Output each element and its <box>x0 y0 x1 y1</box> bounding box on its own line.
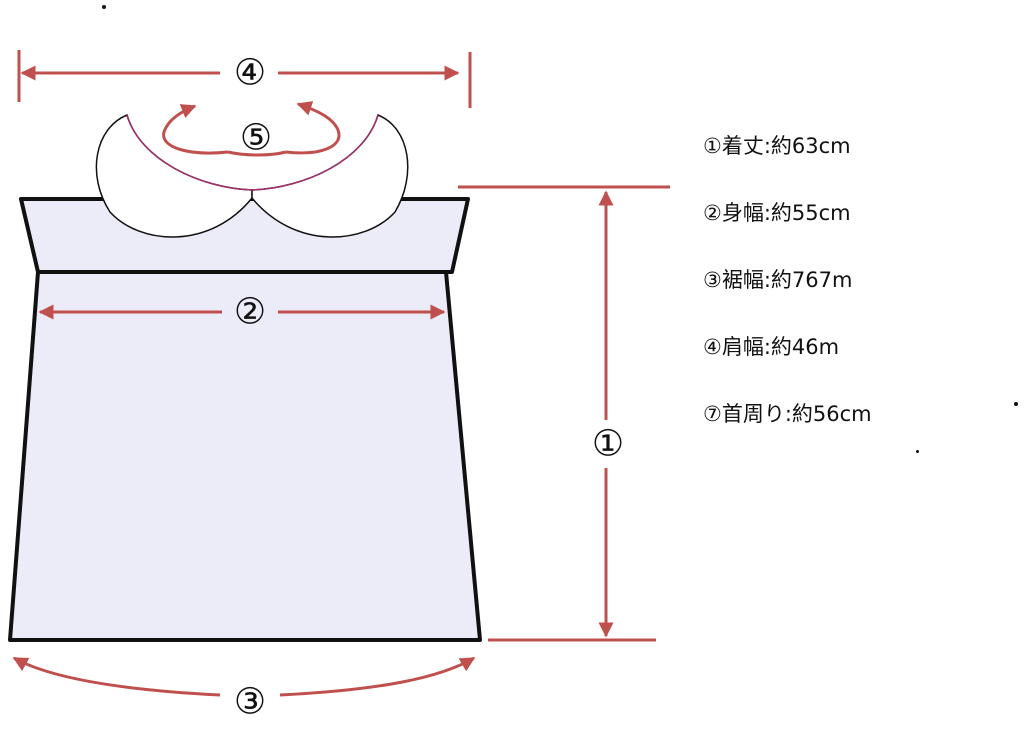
stray-dot <box>102 5 106 9</box>
shoulder-width-marker: ④ <box>234 53 266 94</box>
garment-yoke <box>19 197 470 274</box>
legend-item-hem-width: ③裾幅:約767m <box>703 268 853 292</box>
neck-marker: ⑤ <box>240 118 272 159</box>
neck-arrow-right <box>285 101 341 155</box>
stray-dot <box>916 450 919 453</box>
hem-width-marker: ③ <box>234 682 266 723</box>
hem-width-arrow-right <box>279 656 476 697</box>
stray-dot <box>1014 402 1018 406</box>
hem-width-arrow-left <box>12 656 221 697</box>
body-width-marker: ② <box>234 292 266 333</box>
legend-item-shoulder-width: ④肩幅:約46m <box>703 335 840 359</box>
neck-arrow-left <box>162 104 229 155</box>
legend-item-body-width: ②身幅:約55cm <box>703 201 851 225</box>
collar <box>95 113 409 238</box>
measurements-legend: ①着丈:約63cm ②身幅:約55cm ③裾幅:約767m ④肩幅:約46m ⑦… <box>703 128 872 463</box>
neck-arrow-bottom <box>227 150 287 157</box>
length-marker: ① <box>592 424 624 465</box>
legend-item-neck: ⑦首周り:約56cm <box>703 402 872 426</box>
legend-item-length: ①着丈:約63cm <box>703 134 851 158</box>
